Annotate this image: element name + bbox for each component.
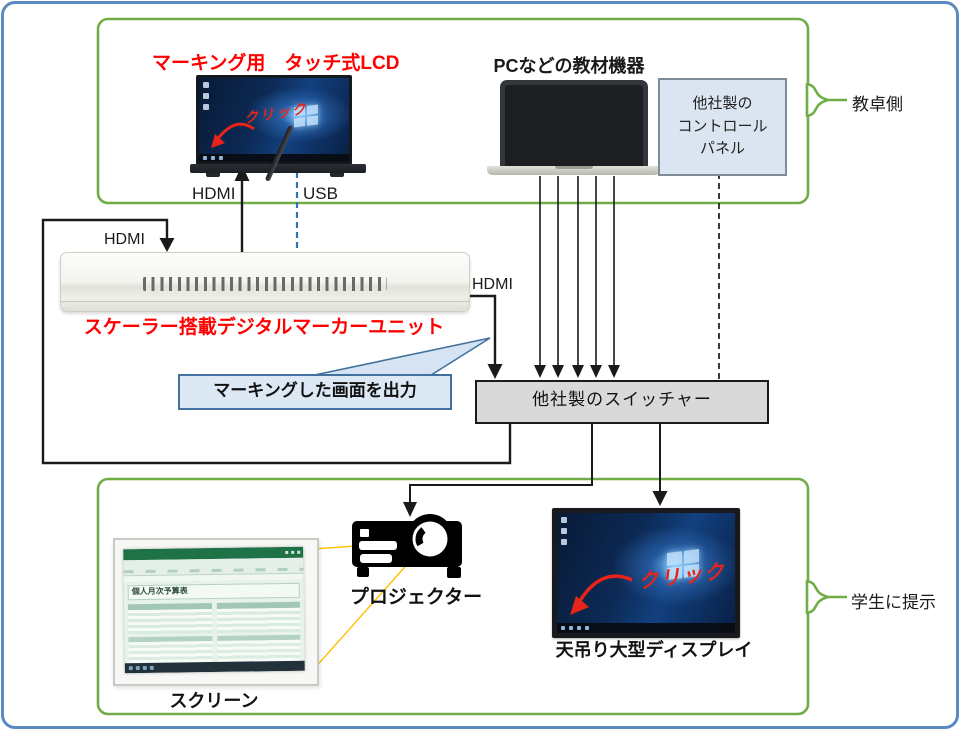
pc-arrowheads [534, 365, 620, 378]
projection-screen: 個人月次予算表 [113, 538, 319, 686]
hdmi-out-label: HDMI [472, 276, 513, 293]
lcd-foot-right [330, 173, 344, 177]
lcd-title: マーキング用 タッチ式LCD [152, 53, 400, 74]
control-panel-line3: パネル [699, 140, 745, 158]
desktop-icons [203, 82, 209, 110]
control-panel-line1: 他社製の [692, 95, 753, 113]
switcher-box: 他社製のスイッチャー [475, 380, 769, 424]
control-panel-box: 他社製の コントロール パネル [658, 78, 787, 176]
callout-box: マーキングした画面を出力 [178, 374, 452, 410]
lcd-click-arrow [211, 122, 255, 148]
hdmi-out-line [468, 294, 497, 365]
display-taskbar [557, 623, 735, 633]
control-panel-line2: コントロール [677, 117, 768, 135]
pc-lines [539, 176, 615, 366]
display-click-arrow [570, 574, 633, 615]
laptop-screen [500, 80, 648, 166]
display-arrowhead [652, 491, 668, 506]
marker-unit-title: スケーラー搭載デジタルマーカーユニット [83, 317, 445, 338]
screen-photo: 個人月次予算表 [123, 546, 305, 674]
excel-taskbar [124, 660, 305, 674]
pc-title: PCなどの教材機器 [493, 56, 645, 76]
hdmi-out-arrowhead [487, 364, 503, 379]
digital-marker-unit [60, 252, 470, 312]
lcd-foot-left [206, 173, 220, 177]
hdmi-lcd-label: HDMI [192, 184, 236, 203]
lcd-stand [190, 164, 366, 173]
screen-label: スクリーン [169, 691, 259, 711]
laptop-base [487, 166, 660, 175]
excel-doc-title: 個人月次予算表 [127, 582, 300, 601]
loopback-arrowhead [159, 238, 175, 252]
usb-label: USB [303, 184, 338, 203]
teacher-brace [805, 82, 830, 118]
callout-pointer [304, 337, 491, 378]
display-label: 天吊り大型ディスプレイ [555, 640, 753, 660]
students-zone-label: 学生に提示 [851, 593, 936, 612]
excel-table-right [216, 601, 301, 669]
excel-table-left [127, 603, 213, 671]
hdmi-loop-label: HDMI [104, 231, 145, 248]
projector-line [409, 420, 593, 503]
large-display: クリック [552, 508, 740, 638]
zone-braces [805, 82, 847, 615]
lcd-wallpaper [199, 78, 349, 162]
desktop-icons [561, 517, 567, 545]
signal-lines [41, 165, 720, 517]
display-wallpaper [557, 513, 735, 633]
teacher-zone-label: 教卓側 [852, 95, 903, 114]
projector-label: プロジェクター [349, 587, 483, 608]
unit-vents [143, 277, 387, 291]
students-brace [805, 579, 830, 615]
touch-lcd-monitor: クリック [196, 75, 352, 165]
excel-sheet: 個人月次予算表 [123, 579, 305, 671]
projector-icon [352, 514, 462, 578]
